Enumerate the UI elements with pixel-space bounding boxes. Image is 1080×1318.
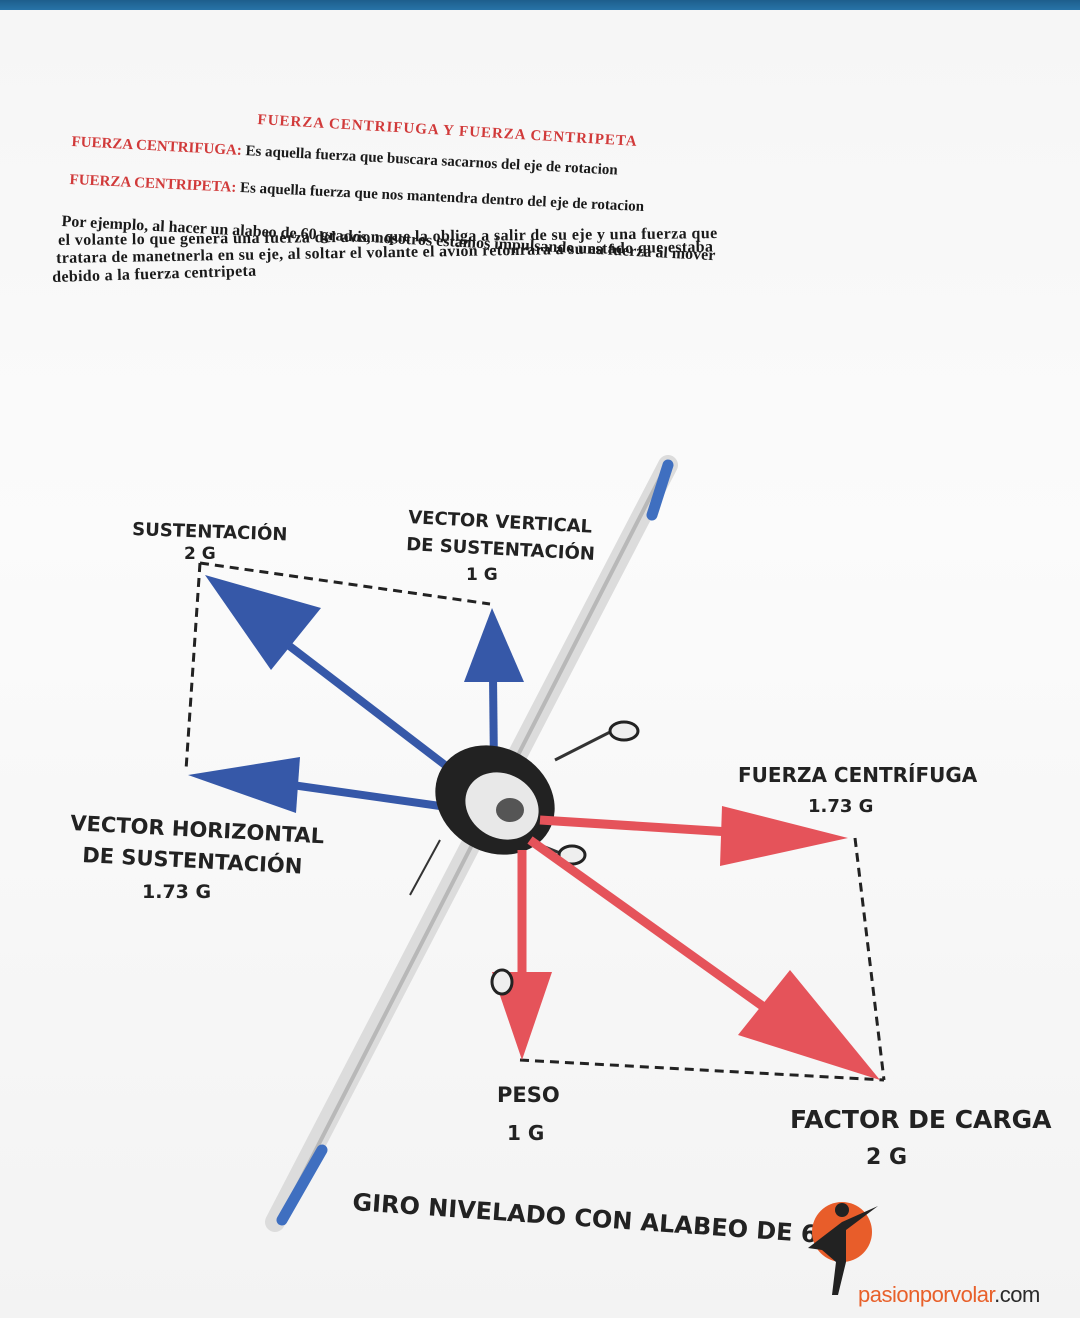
diagram-caption: GIRO NIVELADO CON ALABEO DE 60º: [352, 1188, 849, 1251]
pasionporvolar-logo-icon: [808, 1202, 878, 1295]
label-horizontal-line2: DE SUSTENTACIÓN: [82, 842, 303, 878]
load-factor-arrowhead: [738, 970, 880, 1080]
dashed-line-top: [199, 561, 491, 606]
lift-horizontal-arrowhead: [188, 757, 300, 813]
centrifugal-arrowhead: [720, 806, 848, 866]
label-horizontal-value: 1.73 G: [142, 881, 211, 903]
paper-sheet: [0, 10, 1080, 1318]
dashed-line-right: [853, 837, 886, 1081]
lift-total-arrowhead: [205, 575, 321, 670]
label-factor-carga: FACTOR DE CARGA: [790, 1105, 1052, 1134]
dashed-line-left: [184, 562, 202, 771]
label-peso: PESO: [497, 1083, 560, 1107]
dashed-line-bottom: [519, 1058, 885, 1082]
label-vertical-line1: VECTOR VERTICAL: [408, 507, 593, 538]
label-centrifuga: FUERZA CENTRÍFUGA: [738, 763, 978, 787]
label-peso-value: 1 G: [507, 1121, 544, 1145]
label-sustentacion: SUSTENTACIÓN: [132, 518, 288, 545]
label-centrifuga-value: 1.73 G: [808, 796, 873, 817]
wheel-icon: [490, 968, 514, 996]
load-factor-shaft: [527, 836, 771, 1014]
logo-brand: pasionporvolar: [858, 1282, 995, 1307]
airplane-body: [409, 720, 640, 896]
label-factor-carga-value: 2 G: [866, 1145, 907, 1170]
lift-arrows: [188, 575, 524, 813]
centrifugal-shaft: [539, 815, 731, 837]
dashed-guides: [184, 561, 886, 1082]
load-arrows: [492, 806, 880, 1080]
logo-tld: .com: [994, 1282, 1040, 1307]
label-vertical-line2: DE SUSTENTACIÓN: [406, 533, 596, 565]
label-horizontal-line1: VECTOR HORIZONTAL: [70, 811, 325, 848]
label-vertical-value: 1 G: [466, 565, 498, 585]
lift-vertical-arrowhead: [464, 608, 524, 682]
lift-total-shaft: [259, 621, 448, 769]
logo-wordmark: pasionporvolar.com: [858, 1282, 1040, 1308]
label-sustentacion-value: 2 G: [184, 544, 216, 564]
lift-horizontal-shaft: [291, 781, 441, 810]
